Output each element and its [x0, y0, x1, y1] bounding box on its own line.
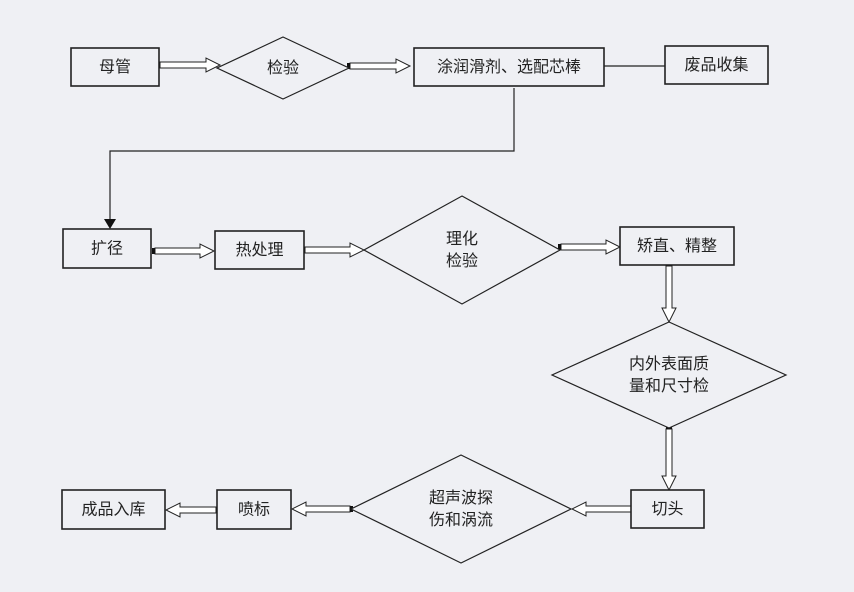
- elbow-line: [109, 88, 515, 220]
- arrow-tail: [558, 244, 561, 250]
- node-heat-treat: 热处理: [214, 230, 305, 270]
- hollow-arrow-shape: [661, 428, 677, 492]
- node-label: 涂润滑剂、选配芯棒: [437, 57, 581, 76]
- node-inspect-1: 检验: [215, 36, 351, 100]
- node-cut-head: 切头: [630, 489, 705, 529]
- node-label: 扩径: [91, 239, 123, 258]
- node-mother-tube: 母管: [70, 47, 160, 87]
- node-lubricate: 涂润滑剂、选配芯棒: [413, 47, 605, 87]
- process-box: [70, 47, 160, 87]
- process-box: [62, 228, 152, 269]
- arrow-surface-inspect-to-cut-head: [661, 426, 677, 492]
- hollow-arrow-shape: [290, 501, 351, 517]
- node-label: 理化: [446, 229, 478, 248]
- nodes: 母管检验涂润滑剂、选配芯棒废品收集扩径热处理理化检验矫直、精整内外表面质量和尺寸…: [61, 36, 788, 564]
- decision-diamond: [550, 321, 788, 429]
- arrow-lubricate-to-expand: [104, 88, 515, 229]
- arrow-phys-chem-to-straighten: [558, 239, 622, 255]
- arrow-tail: [347, 63, 350, 69]
- hollow-arrow-shape: [159, 57, 222, 73]
- hollow-arrow-shape: [304, 242, 366, 258]
- node-label: 超声波探: [429, 488, 493, 507]
- process-box: [214, 230, 305, 270]
- node-spray-mark: 喷标: [216, 489, 292, 530]
- process-box: [630, 489, 705, 529]
- arrow-inspect-to-lubricate: [347, 58, 412, 74]
- node-label: 检验: [446, 251, 478, 270]
- process-box: [413, 47, 605, 87]
- arrow-expand-to-heat-treat: [152, 243, 216, 259]
- hollow-arrow-shape: [570, 501, 632, 517]
- process-box: [664, 45, 769, 85]
- node-label: 量和尺寸检: [629, 376, 709, 395]
- node-label: 内外表面质: [629, 354, 709, 373]
- arrow-head-icon: [104, 219, 116, 229]
- node-label: 伤和涡流: [429, 510, 493, 529]
- arrow-ultrasonic-to-spray-mark: [290, 501, 353, 517]
- arrow-heat-treat-to-phys-chem: [302, 242, 366, 258]
- node-label: 母管: [99, 57, 131, 76]
- node-label: 检验: [267, 58, 299, 77]
- hollow-arrow-shape: [164, 502, 217, 518]
- process-box: [61, 489, 166, 530]
- node-straighten: 矫直、精整: [619, 226, 735, 266]
- decision-diamond: [215, 36, 351, 100]
- node-warehouse: 成品入库: [61, 489, 166, 530]
- hollow-arrow-shape: [349, 58, 412, 74]
- node-label: 热处理: [235, 240, 283, 259]
- arrow-straighten-to-surface-inspect: [661, 263, 677, 324]
- process-box: [216, 489, 292, 530]
- connectors: [104, 57, 677, 518]
- arrow-tail: [152, 248, 155, 254]
- hollow-arrow-shape: [560, 239, 622, 255]
- hollow-arrow-shape: [661, 265, 677, 324]
- node-label: 切头: [651, 499, 683, 518]
- node-label: 成品入库: [81, 500, 145, 519]
- node-label: 喷标: [238, 500, 270, 519]
- node-label: 废品收集: [684, 55, 748, 74]
- hollow-arrow-shape: [154, 243, 216, 259]
- arrow-cut-head-to-ultrasonic: [570, 501, 634, 517]
- node-waste: 废品收集: [664, 45, 769, 85]
- decision-diamond: [362, 195, 562, 305]
- node-label: 矫直、精整: [637, 236, 717, 255]
- decision-diamond: [349, 454, 573, 564]
- arrow-mother-tube-to-inspect: [157, 57, 222, 73]
- process-box: [619, 226, 735, 266]
- node-expand: 扩径: [62, 228, 152, 269]
- arrow-spray-mark-to-warehouse: [164, 502, 219, 518]
